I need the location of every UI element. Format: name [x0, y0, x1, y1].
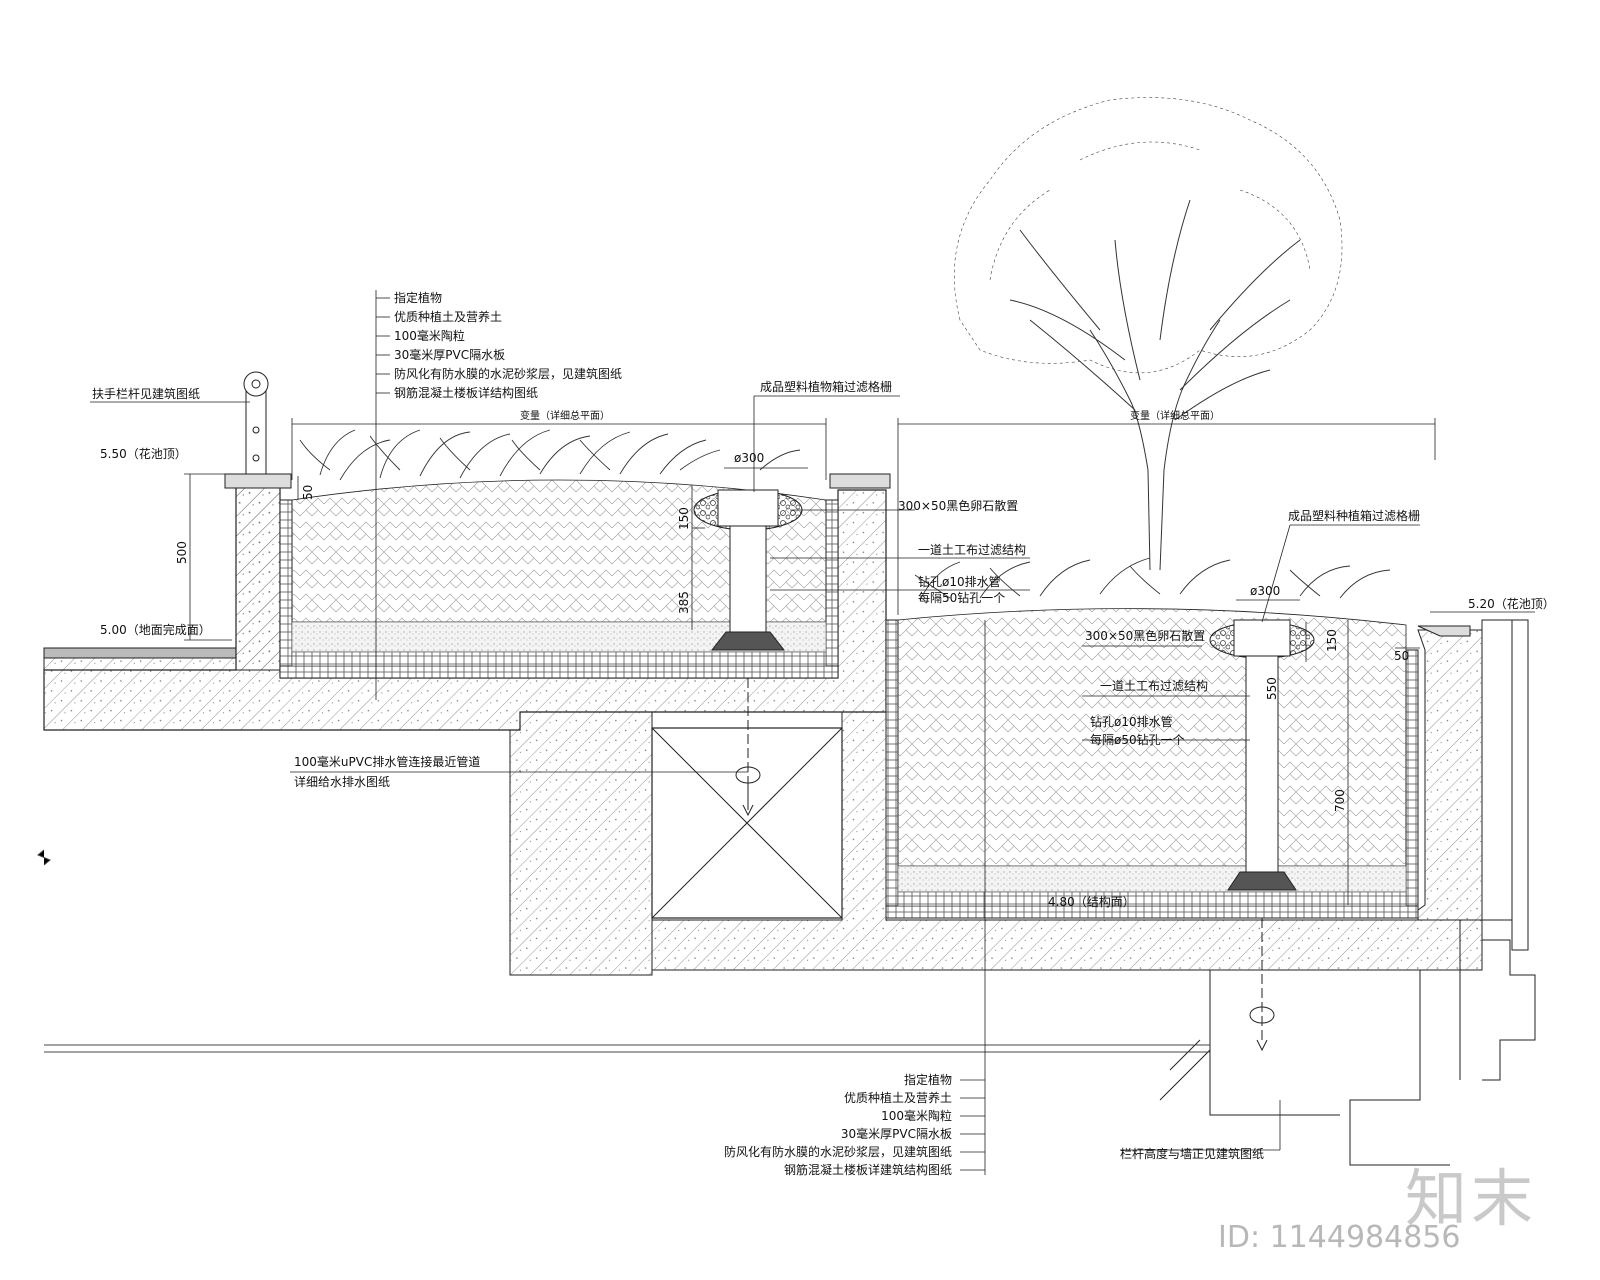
note-top-3: 30毫米厚PVC隔水板: [394, 347, 505, 362]
ground-slab: [43, 657, 237, 671]
left-soil-layer: [291, 479, 827, 623]
gravel-right: 300×50黑色卵石散置: [1085, 628, 1205, 643]
right-pvc-board: [897, 891, 1407, 907]
note-top-2: 100毫米陶粒: [394, 328, 465, 343]
left-planter-wall-lining-right: [825, 499, 839, 679]
filter-right-label: 成品塑料种植箱过滤格栅: [1288, 508, 1420, 523]
note-top-4: 防风化有防水膜的水泥砂浆层，见建筑图纸: [394, 366, 622, 381]
tree: [1009, 199, 1301, 571]
planting-layers: [291, 479, 1407, 907]
geotextile-right: 一道土工布过滤结构: [1100, 678, 1208, 693]
structure: [43, 473, 1483, 976]
structural-slab-lower: [509, 711, 653, 976]
right-edge-structure: [1159, 619, 1536, 1166]
watermark-logo: 知末: [1405, 1162, 1538, 1235]
dim-50-right: 50: [1394, 649, 1409, 663]
elev-planter-top-left: 5.50（花池顶）: [100, 446, 187, 461]
drawing-labels: 扶手栏杆见建筑图纸 5.50（花池顶） 5.00（地面完成面） 500 变量（详…: [92, 379, 1555, 1161]
note-bottom-3: 30毫米厚PVC隔水板: [841, 1126, 952, 1141]
elev-planter-top-right: 5.20（花池顶）: [1468, 596, 1555, 611]
parapet-label: 栏杆高度与墙正见建筑图纸: [1120, 1146, 1264, 1161]
pipe-note-1: 100毫米uPVC排水管连接最近管道: [294, 754, 480, 769]
geotextile-left: 一道土工布过滤结构: [918, 542, 1026, 557]
dim-500: 500: [175, 541, 189, 564]
right-planter-inner-lining: [1405, 649, 1419, 907]
drain-left-2: 每隔50钻孔一个: [918, 590, 1005, 605]
right-coping: [1417, 625, 1471, 637]
note-top-0: 指定植物: [394, 290, 442, 305]
right-planter-right-wall: [1417, 629, 1483, 921]
dia-left: ø300: [734, 451, 764, 465]
pipe-note-2: 详细给水排水图纸: [294, 774, 390, 789]
span-left: 变量（详细总平面）: [520, 409, 610, 422]
shrubs-right: [914, 557, 1391, 601]
dimension-lines: [184, 418, 1436, 905]
note-bottom-4: 防风化有防水膜的水泥砂浆层，见建筑图纸: [724, 1144, 952, 1159]
dim-385: 385: [677, 591, 691, 614]
right-ceramsite-layer: [897, 865, 1407, 893]
note-top-5: 钢筋混凝土楼板详结构图纸: [394, 385, 538, 400]
right-drain-assembly: [1209, 619, 1315, 1052]
drain-right-2: 每隔ø50钻孔一个: [1090, 732, 1185, 747]
handrail: [243, 371, 269, 475]
drain-right-1: 钻孔ø10排水管: [1090, 714, 1173, 729]
right-soil-layer: [897, 608, 1407, 867]
left-planter-bottom-lining: [279, 665, 839, 679]
dim-50-left: 50: [301, 485, 315, 500]
handrail-label: 扶手栏杆见建筑图纸: [92, 386, 200, 401]
note-top-1: 优质种植土及营养土: [394, 309, 502, 324]
left-parapet-wall: [235, 487, 281, 671]
drain-left-1: 钻孔ø10排水管: [918, 574, 1001, 589]
shrubs-left: [299, 429, 801, 481]
note-bottom-0: 指定植物: [904, 1072, 952, 1087]
dim-150-right: 150: [1325, 629, 1339, 652]
dim-550: 550: [1265, 677, 1279, 700]
note-bottom-2: 100毫米陶粒: [881, 1108, 952, 1123]
dim-150-left: 150: [677, 507, 691, 530]
right-planter-bottom-lining: [885, 905, 1419, 919]
leader-lines: [90, 290, 1535, 1175]
tree-canopy: [954, 97, 1343, 374]
annotation-notes-top: 指定植物 优质种植土及营养土 100毫米陶粒 30毫米厚PVC隔水板 防风化有防…: [394, 290, 622, 400]
note-bottom-5: 钢筋混凝土楼板详建筑结构图纸: [784, 1162, 952, 1177]
left-planter-wall-lining: [279, 499, 293, 679]
ground-finish-layer: [43, 647, 237, 659]
left-drain-assembly: [693, 489, 803, 817]
dim-700: 700: [1333, 789, 1347, 812]
bottom-frame-lines: [37, 849, 1210, 1053]
elev-slab: 4.80（结构面）: [1048, 894, 1135, 909]
left-pvc-board: [291, 651, 827, 667]
left-coping: [224, 473, 292, 489]
note-bottom-1: 优质种植土及营养土: [844, 1090, 952, 1105]
watermark-id: ID: 1144984856: [1218, 1220, 1461, 1255]
gravel-left: 300×50黑色卵石散置: [898, 498, 1018, 513]
span-right: 变量（详细总平面）: [1130, 409, 1220, 422]
elev-ground: 5.00（地面完成面）: [100, 622, 211, 637]
right-planter-left-wall: [885, 619, 899, 919]
annotation-notes-bottom: 指定植物 优质种植土及营养土 100毫米陶粒 30毫米厚PVC隔水板 防风化有防…: [724, 1072, 952, 1177]
mid-coping: [829, 473, 891, 489]
dia-right: ø300: [1250, 584, 1280, 598]
filter-left-label: 成品塑料植物箱过滤格栅: [760, 379, 892, 394]
